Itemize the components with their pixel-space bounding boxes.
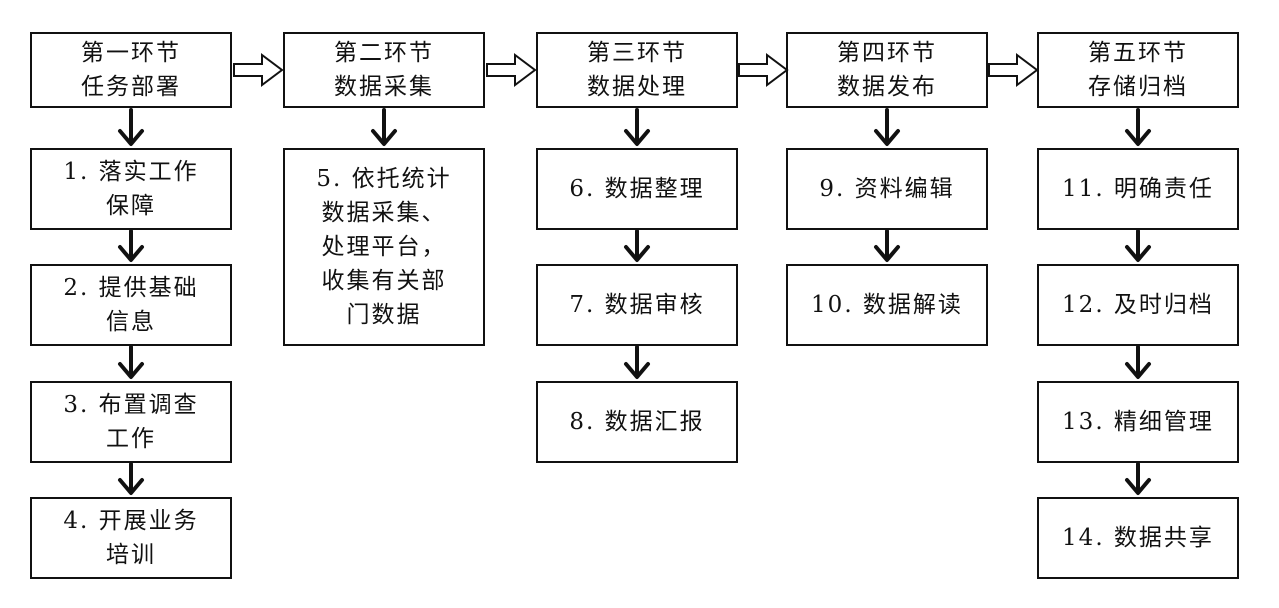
down-arrow xyxy=(624,345,650,379)
step-2-box: 2. 提供基础 信息 xyxy=(30,264,232,346)
down-arrow xyxy=(118,108,144,146)
stage-5-header: 第五环节 存储归档 xyxy=(1037,32,1239,108)
down-arrow xyxy=(1125,462,1151,495)
stage-4-header: 第四环节 数据发布 xyxy=(786,32,988,108)
step-3-label: 3. 布置调查 工作 xyxy=(63,392,199,452)
step-14-label: 14. 数据共享 xyxy=(1062,525,1214,551)
step-12-box: 12. 及时归档 xyxy=(1037,264,1239,346)
stage-2-title: 第二环节 数据采集 xyxy=(334,40,434,100)
stage-3-to-4-arrow xyxy=(738,54,788,86)
step-5-label: 5. 依托统计 数据采集、 处理平台， 收集有关部 门数据 xyxy=(316,166,452,328)
step-8-box: 8. 数据汇报 xyxy=(536,381,738,463)
stage-2-header: 第二环节 数据采集 xyxy=(283,32,485,108)
step-12-label: 12. 及时归档 xyxy=(1062,292,1214,318)
step-1-box: 1. 落实工作 保障 xyxy=(30,148,232,230)
step-5-box: 5. 依托统计 数据采集、 处理平台， 收集有关部 门数据 xyxy=(283,148,485,346)
down-arrow xyxy=(371,108,397,146)
down-arrow xyxy=(118,462,144,495)
down-arrow xyxy=(1125,345,1151,379)
down-arrow xyxy=(874,229,900,262)
step-7-label: 7. 数据审核 xyxy=(569,292,705,318)
stage-4-title: 第四环节 数据发布 xyxy=(837,40,937,100)
down-arrow xyxy=(118,229,144,262)
step-11-label: 11. 明确责任 xyxy=(1062,176,1214,202)
down-arrow xyxy=(624,229,650,262)
stage-3-title: 第三环节 数据处理 xyxy=(587,40,687,100)
stage-2-to-3-arrow xyxy=(486,54,536,86)
stage-5-title: 第五环节 存储归档 xyxy=(1088,40,1188,100)
step-8-label: 8. 数据汇报 xyxy=(569,409,705,435)
stage-1-header: 第一环节 任务部署 xyxy=(30,32,232,108)
step-2-label: 2. 提供基础 信息 xyxy=(63,275,199,335)
stage-3-header: 第三环节 数据处理 xyxy=(536,32,738,108)
step-13-label: 13. 精细管理 xyxy=(1062,409,1214,435)
step-13-box: 13. 精细管理 xyxy=(1037,381,1239,463)
step-10-label: 10. 数据解读 xyxy=(811,292,963,318)
step-4-box: 4. 开展业务 培训 xyxy=(30,497,232,579)
down-arrow xyxy=(1125,108,1151,146)
down-arrow xyxy=(1125,229,1151,262)
stage-1-to-2-arrow xyxy=(233,54,283,86)
stage-1-title: 第一环节 任务部署 xyxy=(81,40,181,100)
step-3-box: 3. 布置调查 工作 xyxy=(30,381,232,463)
stage-4-to-5-arrow xyxy=(988,54,1038,86)
step-10-box: 10. 数据解读 xyxy=(786,264,988,346)
step-9-label: 9. 资料编辑 xyxy=(819,176,955,202)
step-6-box: 6. 数据整理 xyxy=(536,148,738,230)
step-1-label: 1. 落实工作 保障 xyxy=(63,159,199,219)
step-14-box: 14. 数据共享 xyxy=(1037,497,1239,579)
step-4-label: 4. 开展业务 培训 xyxy=(63,508,199,568)
down-arrow xyxy=(624,108,650,146)
step-6-label: 6. 数据整理 xyxy=(569,176,705,202)
step-7-box: 7. 数据审核 xyxy=(536,264,738,346)
down-arrow xyxy=(118,345,144,379)
down-arrow xyxy=(874,108,900,146)
